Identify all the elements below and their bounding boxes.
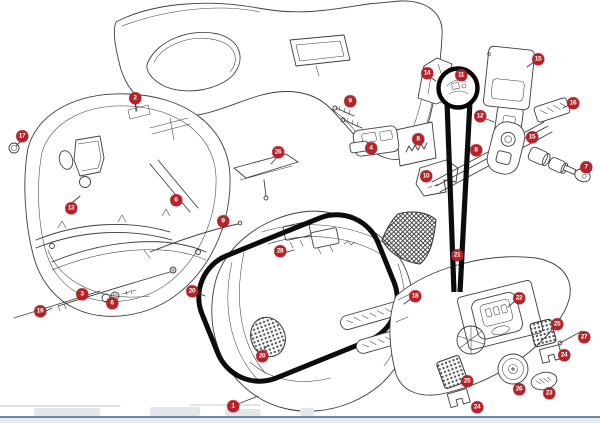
mesh-pocket <box>381 211 437 265</box>
seal-gasket <box>196 212 400 384</box>
dial <box>497 353 529 385</box>
hinge-plate <box>233 153 299 201</box>
inner-lid-assembly <box>389 256 583 408</box>
footer-divider <box>0 416 600 418</box>
o-ring <box>8 142 20 154</box>
left-case-open <box>24 93 231 317</box>
lock-hardware <box>332 45 591 197</box>
footer-faint-shapes <box>0 404 314 416</box>
key <box>563 164 591 183</box>
footer-band <box>0 418 600 423</box>
emblem <box>530 371 558 391</box>
magnifier-circle <box>436 66 480 110</box>
